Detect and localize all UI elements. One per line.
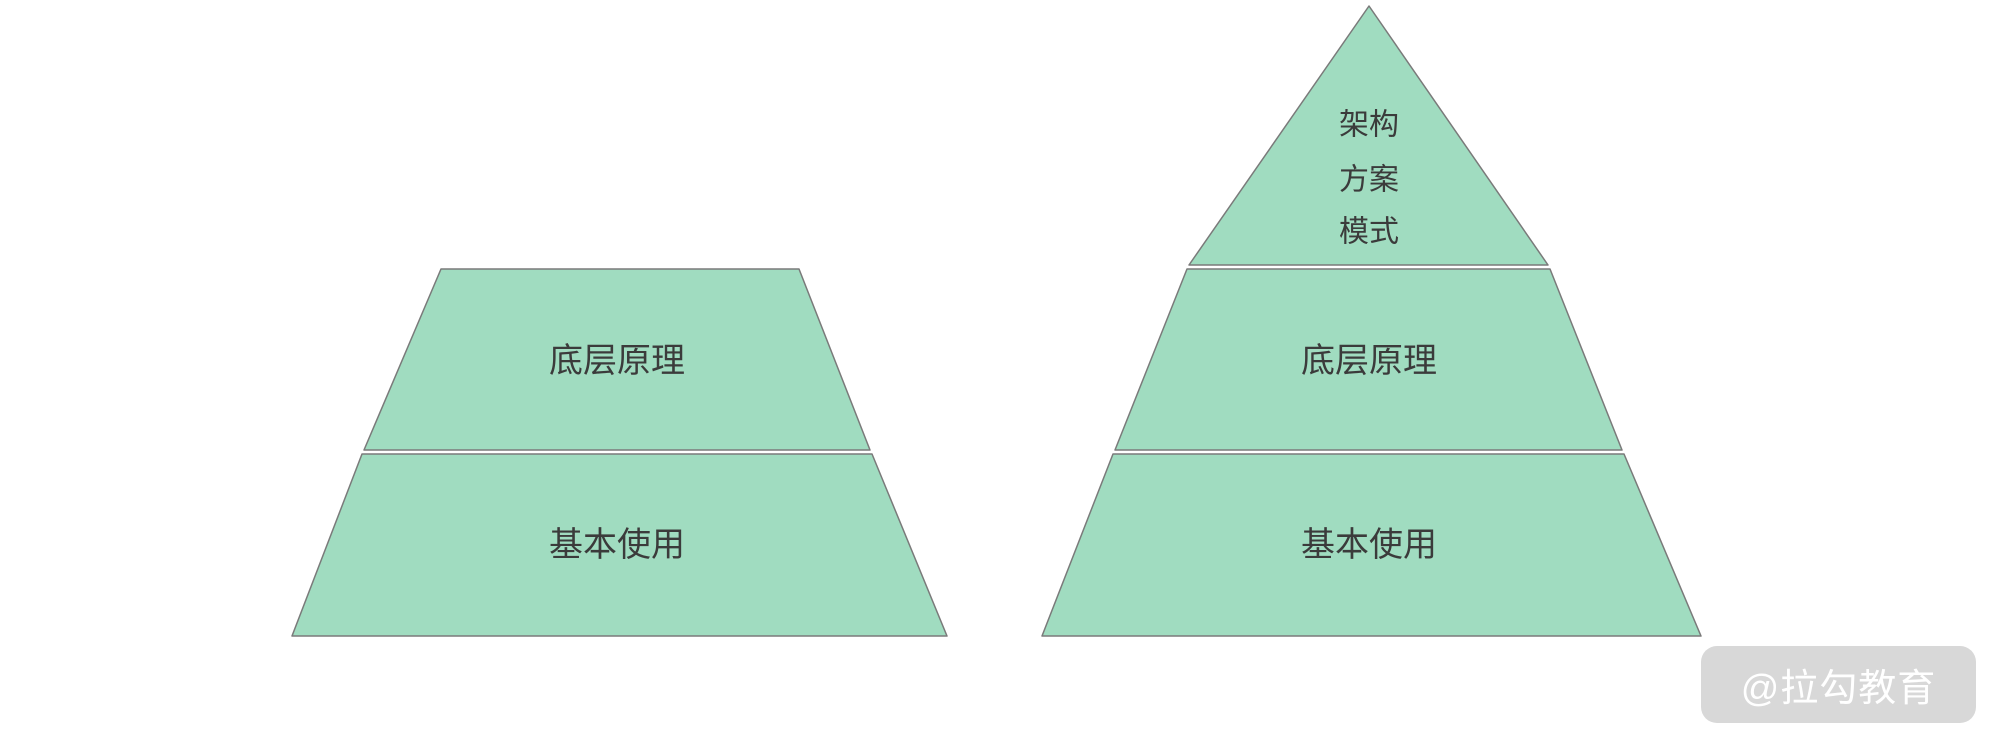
right-pyramid: 架构 方案 模式 底层原理 基本使用 xyxy=(1041,5,1702,637)
left-pyramid: 底层原理 基本使用 xyxy=(291,268,948,637)
right-pyramid-middle-trapezoid xyxy=(1114,268,1623,451)
right-pyramid-bottom-trapezoid xyxy=(1041,453,1702,637)
watermark-badge: @拉勾教育 xyxy=(1701,646,1976,723)
right-pyramid-top-label-line2: 方案 xyxy=(1339,164,1399,197)
right-pyramid-bottom-label: 基本使用 xyxy=(1301,526,1437,564)
left-pyramid-top-label: 底层原理 xyxy=(549,342,685,380)
left-pyramid-bottom-trapezoid xyxy=(291,453,948,637)
right-pyramid-top-triangle xyxy=(1188,5,1549,266)
right-pyramid-top-label-line3: 模式 xyxy=(1339,216,1399,249)
right-pyramid-middle-label: 底层原理 xyxy=(1301,342,1437,380)
right-pyramid-top-label-line1: 架构 xyxy=(1339,109,1399,142)
left-pyramid-top-trapezoid xyxy=(363,268,871,451)
left-pyramid-bottom-label: 基本使用 xyxy=(549,526,685,564)
watermark-text: @拉勾教育 xyxy=(1740,668,1937,710)
